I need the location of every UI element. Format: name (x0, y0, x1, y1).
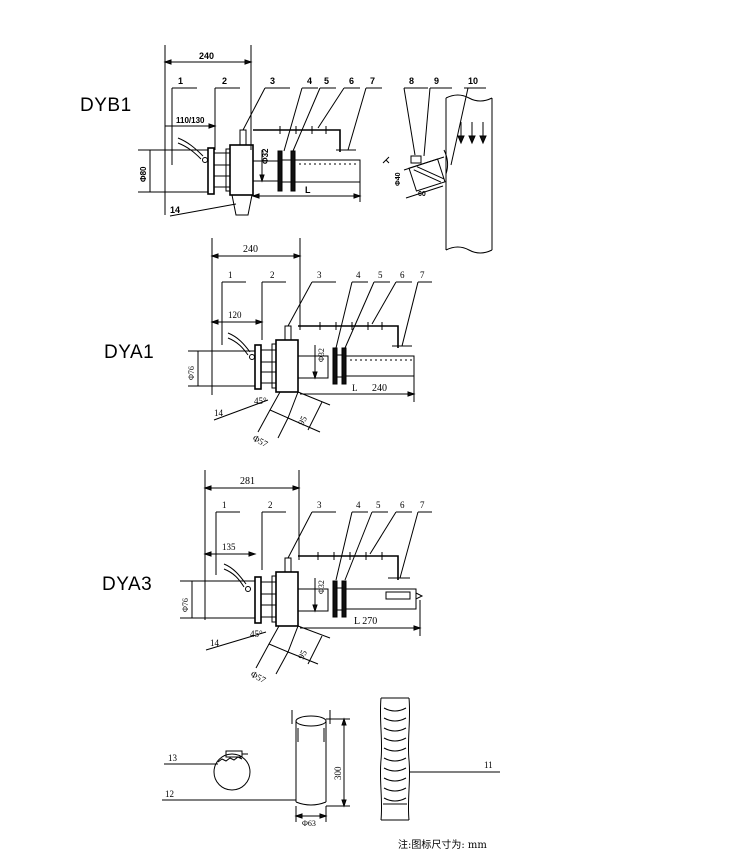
drawing-dyb1: 240 1 2 110/130 Φ80 14 (138, 45, 493, 254)
callout-1: 1 (222, 500, 227, 510)
callout-6: 6 (400, 500, 405, 510)
callout-4: 4 (356, 500, 361, 510)
dim-angle: 45° (250, 629, 263, 639)
callout-2: 2 (270, 270, 275, 280)
callout-1: 1 (228, 270, 233, 280)
dim-diameter: Φ76 (181, 598, 190, 612)
dim-offset: 135 (222, 542, 236, 552)
dim-total: 281 (240, 476, 255, 487)
callout-12: 12 (165, 789, 174, 799)
callout-2: 2 (268, 500, 273, 510)
callout-6: 6 (349, 76, 354, 86)
callout-5: 5 (378, 270, 383, 280)
dim-pipe: Φ32 (317, 580, 326, 594)
dim-small-b: 60 (418, 191, 426, 198)
callout-14: 14 (170, 205, 180, 215)
callout-7: 7 (370, 76, 375, 86)
dim-diameter: Φ63 (302, 819, 316, 828)
dim-length-value: 240 (372, 383, 387, 394)
callout-4: 4 (307, 76, 312, 86)
callout-3: 3 (317, 270, 322, 280)
dim-small-a: Φ40 (395, 172, 402, 186)
callout-10: 10 (468, 76, 478, 86)
drawing-dya1: 240 1 2 120 Φ76 14 45° (187, 238, 432, 449)
dim-pipe: Φ32 (261, 148, 270, 164)
dim-nozzle: 95 (296, 648, 309, 661)
callout-3: 3 (270, 76, 275, 86)
dim-offset: 120 (228, 310, 242, 320)
callout-1: 1 (178, 76, 183, 86)
dim-offset: 110/130 (176, 116, 205, 125)
dim-length: L (352, 383, 358, 393)
dim-diameter: Φ80 (139, 166, 148, 182)
callout-3: 3 (317, 500, 322, 510)
dim-nozzle-diameter: Φ57 (251, 433, 270, 449)
dim-pipe: Φ32 (317, 348, 326, 362)
dim-nozzle: 95 (296, 414, 309, 427)
callout-7: 7 (420, 270, 425, 280)
drawing-accessories: 13 12 300 Φ63 11 (162, 697, 500, 828)
callout-5: 5 (376, 500, 381, 510)
callout-5: 5 (324, 76, 329, 86)
drawing-dya3: 281 1 2 135 Φ76 14 45° 95 (180, 470, 432, 685)
dim-diameter: Φ76 (187, 366, 196, 380)
callout-13: 13 (168, 753, 178, 763)
dim-angle: 45° (254, 396, 267, 406)
callout-8: 8 (409, 76, 414, 86)
dim-length: L 270 (354, 616, 377, 627)
model-label-dya1: DYA1 (104, 342, 155, 363)
callout-4: 4 (356, 270, 361, 280)
dim-total: 240 (243, 244, 258, 255)
callout-2: 2 (222, 76, 227, 86)
units-note: 注:图标尺寸为: mm (398, 840, 487, 851)
model-label-dyb1: DYB1 (80, 95, 132, 116)
dim-length: L (305, 185, 311, 195)
callout-14: 14 (214, 408, 224, 418)
callout-6: 6 (400, 270, 405, 280)
callout-14: 14 (210, 638, 220, 648)
callout-11: 11 (484, 760, 493, 770)
dim-nozzle-diameter: Φ57 (249, 669, 268, 685)
callout-7: 7 (420, 500, 425, 510)
dim-height: 300 (333, 766, 343, 780)
dim-total: 240 (199, 51, 214, 61)
model-label-dya3: DYA3 (102, 574, 153, 595)
callout-9: 9 (434, 76, 439, 86)
